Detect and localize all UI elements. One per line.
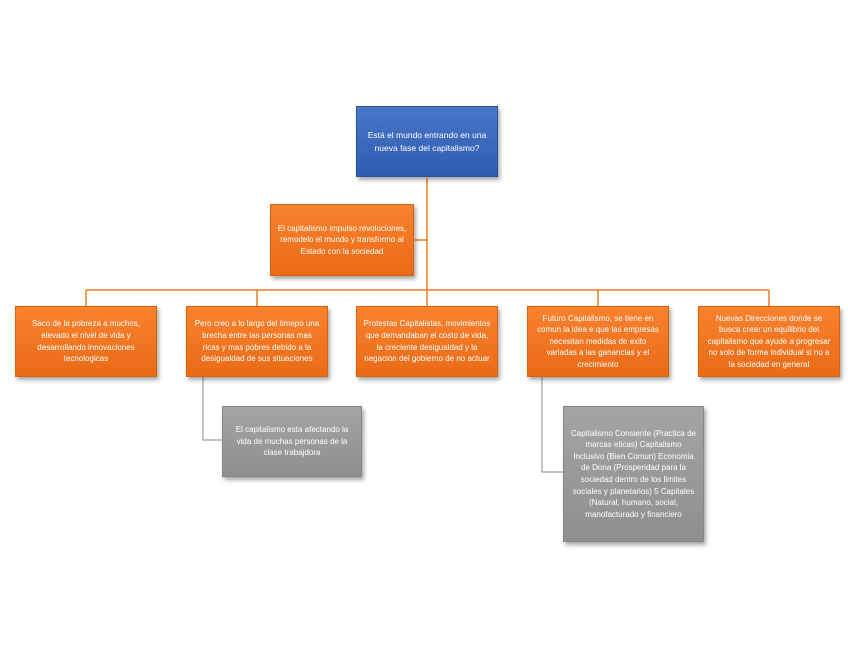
root-topic[interactable]: Está el mundo entrando en una nueva fase…	[356, 106, 498, 177]
branch-topic[interactable]: Saco de la pobreza a muchos, elevado el …	[15, 306, 157, 377]
subtopic-left[interactable]: El capitalismo esta afectando la vida de…	[222, 406, 362, 477]
branch-topic-text: Nuevas Direcciones donde se busca crear …	[707, 313, 831, 369]
branch-topic[interactable]: Pero creo a lo largo del timepo una brec…	[186, 306, 328, 377]
subtopic-right[interactable]: Capitalismo Consiente (Practica de marca…	[563, 406, 704, 542]
intro-topic[interactable]: El capitalismo impulso revoluciones, rem…	[270, 204, 414, 276]
branch-topic[interactable]: Futuro Capitalismo, se tiene en comun la…	[527, 306, 669, 377]
subtopic-right-text: Capitalismo Consiente (Practica de marca…	[571, 428, 696, 519]
branch-topic[interactable]: Nuevas Direcciones donde se busca crear …	[698, 306, 840, 377]
subtopic-left-text: El capitalismo esta afectando la vida de…	[235, 425, 349, 458]
branch-topic[interactable]: Protestas Capitalistas, movimientos que …	[356, 306, 498, 377]
branch-topic-text: Pero creo a lo largo del timepo una brec…	[194, 319, 320, 364]
intro-topic-text: El capitalismo impulso revoluciones, rem…	[277, 223, 407, 256]
root-topic-text: Está el mundo entrando en una nueva fase…	[367, 130, 487, 153]
branch-topic-text: Protestas Capitalistas, movimientos que …	[363, 319, 491, 364]
branch-topic-text: Futuro Capitalismo, se tiene en comun la…	[537, 313, 659, 369]
branch-topic-text: Saco de la pobreza a muchos, elevado el …	[31, 319, 141, 364]
